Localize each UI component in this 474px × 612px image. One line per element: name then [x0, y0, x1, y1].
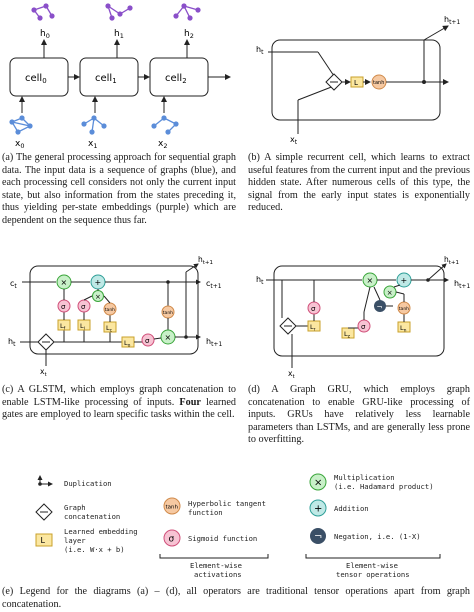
- legend-add-symbol: +: [314, 504, 322, 515]
- embed-r-label: Lr: [310, 323, 316, 333]
- h-in-label: ht: [256, 275, 264, 286]
- sigma-i-label: σ: [81, 303, 86, 311]
- output-mult-label: ×: [165, 333, 172, 342]
- caption-a: (a) The general processing approach for …: [2, 152, 236, 226]
- h-add-label: +: [401, 276, 408, 285]
- h-mult-label: ×: [367, 276, 374, 285]
- panel-b-diagram: ht+1 ht xt L tanh: [248, 0, 474, 150]
- legend-mult-label-1: Multiplication: [334, 473, 395, 482]
- legend-sigmoid-symbol: σ: [169, 535, 175, 545]
- legend-concat-label-1: Graph: [64, 503, 86, 512]
- legend-tensor-label-1: Element-wise: [346, 561, 398, 570]
- sigma-f-label: σ: [61, 303, 66, 311]
- h-out-label: ht+1: [454, 279, 470, 290]
- graph-concat-diamond: [279, 317, 297, 335]
- sigma-o-node: [141, 333, 155, 347]
- cell-label-2: cell2: [165, 73, 187, 85]
- legend-neg-icon: [310, 528, 326, 544]
- negation-node: [374, 300, 386, 312]
- legend-tanh-label-2: function: [188, 508, 223, 517]
- input-graph-1: [81, 115, 107, 135]
- legend-neg-symbol: ¬: [314, 532, 322, 543]
- legend-embed-symbol: L: [41, 536, 46, 545]
- cell-label-1: cell1: [95, 73, 117, 85]
- legend-concat-label-2: concatenation: [64, 512, 120, 521]
- legend-neg-label: Negation, i.e. (1-X): [334, 532, 421, 541]
- input-graph-2: [151, 115, 179, 135]
- legend-diagram: Duplication Graph concatenation L Learne…: [0, 466, 474, 582]
- legend-tanh-label-1: Hyperbolic tangent: [188, 499, 266, 508]
- cell-tanh-label: tanh: [163, 310, 173, 316]
- embed-z-label: Lz: [344, 330, 351, 340]
- cell-label-0: cell0: [25, 73, 47, 85]
- output-graph-1: [105, 3, 133, 21]
- embed-c-label: Lc: [106, 324, 113, 334]
- legend-embed-label-3: (i.e. W·x + b): [64, 545, 125, 554]
- cell-add-label: +: [95, 278, 102, 287]
- legend-embed-icon: [35, 533, 53, 547]
- output-label-2: h2: [184, 29, 194, 40]
- panel-c-diagram: ht+1 ct ct+1 ht ht+1 xt × + tanh × Lf Li…: [0, 252, 240, 382]
- caption-e: (e) Legend for the diagrams (a) – (d), a…: [2, 586, 471, 610]
- embed-f-label: Lf: [60, 322, 66, 332]
- input-label-0: x0: [15, 139, 24, 150]
- legend-mult-icon: [309, 473, 327, 491]
- caption-d: (d) A Graph GRU, which employs graph con…: [248, 384, 470, 446]
- legend-add-label: Addition: [334, 504, 369, 513]
- tanh-node-label: tanh: [373, 80, 384, 86]
- h-out-label: ht+1: [444, 15, 460, 26]
- c-out-label: ct+1: [206, 279, 222, 290]
- h-in-label: ht: [8, 337, 16, 348]
- x-in-label: xt: [288, 369, 295, 380]
- forget-mult-label: ×: [61, 278, 68, 287]
- x-in-label: xt: [290, 135, 298, 146]
- legend-add-icon: [309, 499, 327, 517]
- graph-concat-diamond: [325, 73, 343, 91]
- sigma-o-label: σ: [145, 337, 150, 345]
- h-out-top-label: ht+1: [444, 255, 459, 266]
- negation-label: ¬: [377, 303, 383, 311]
- legend-concat-icon: [35, 503, 53, 521]
- legend-tanh-icon: [163, 497, 181, 515]
- input-graph-0: [9, 115, 33, 135]
- legend-sigmoid-icon: [163, 529, 181, 547]
- legend-embed-label-2: layer: [64, 536, 86, 545]
- output-label-1: h1: [114, 29, 124, 40]
- output-graph-2: [173, 3, 201, 21]
- sigma-z-label: σ: [361, 323, 366, 331]
- embed-i-label: Li: [80, 322, 85, 332]
- embed-n-label: Ln: [400, 324, 407, 334]
- legend-mult-label-2: (i.e. Hadamard product): [334, 482, 434, 491]
- legend-activations-label-2: activations: [194, 570, 242, 579]
- input-mult-label: ×: [95, 293, 101, 301]
- n-tanh-label: tanh: [399, 306, 409, 312]
- legend-tensor-label-2: tensor operations: [336, 570, 410, 579]
- legend-duplication-icon: [37, 475, 53, 487]
- caption-b: (b) A simple recurrent cell, which learn…: [248, 152, 470, 214]
- output-graph-0: [31, 3, 55, 21]
- input-label-1: x1: [88, 139, 97, 150]
- output-label-0: h0: [40, 29, 50, 40]
- panel-d-diagram: ht+1 ht+1 ht xt × + Lr Lz Ln σ σ ¬ tanh …: [248, 252, 474, 382]
- c-in-label: ct: [10, 279, 17, 290]
- n-mult-label: ×: [387, 289, 393, 297]
- caption-c: (c) A GLSTM, which employs graph concate…: [2, 384, 236, 421]
- legend-embed-label-1: Learned embedding: [64, 527, 138, 536]
- h-in-label: ht: [256, 45, 264, 56]
- input-tanh-label: tanh: [105, 307, 115, 313]
- x-in-label: xt: [40, 367, 47, 378]
- legend-activations-label-1: Element-wise: [190, 561, 242, 570]
- sigma-r-label: σ: [311, 305, 316, 313]
- embed-o-label: Lo: [124, 339, 131, 349]
- input-label-2: x2: [158, 139, 167, 150]
- panel-a-diagram: h0 h1 h2 cell0 cell1 cell2 x0 x1: [0, 0, 240, 150]
- ggru-cell-box: [273, 265, 445, 357]
- legend-tanh-symbol: tanh: [166, 505, 179, 511]
- legend-mult-symbol: ×: [314, 478, 322, 489]
- h-out-label: ht+1: [206, 337, 222, 348]
- legend-sigmoid-label: Sigmoid function: [188, 534, 257, 543]
- legend-duplication-label: Duplication: [64, 479, 112, 488]
- embed-layer-label: L: [354, 79, 358, 87]
- h-out-top-label: ht+1: [198, 255, 213, 266]
